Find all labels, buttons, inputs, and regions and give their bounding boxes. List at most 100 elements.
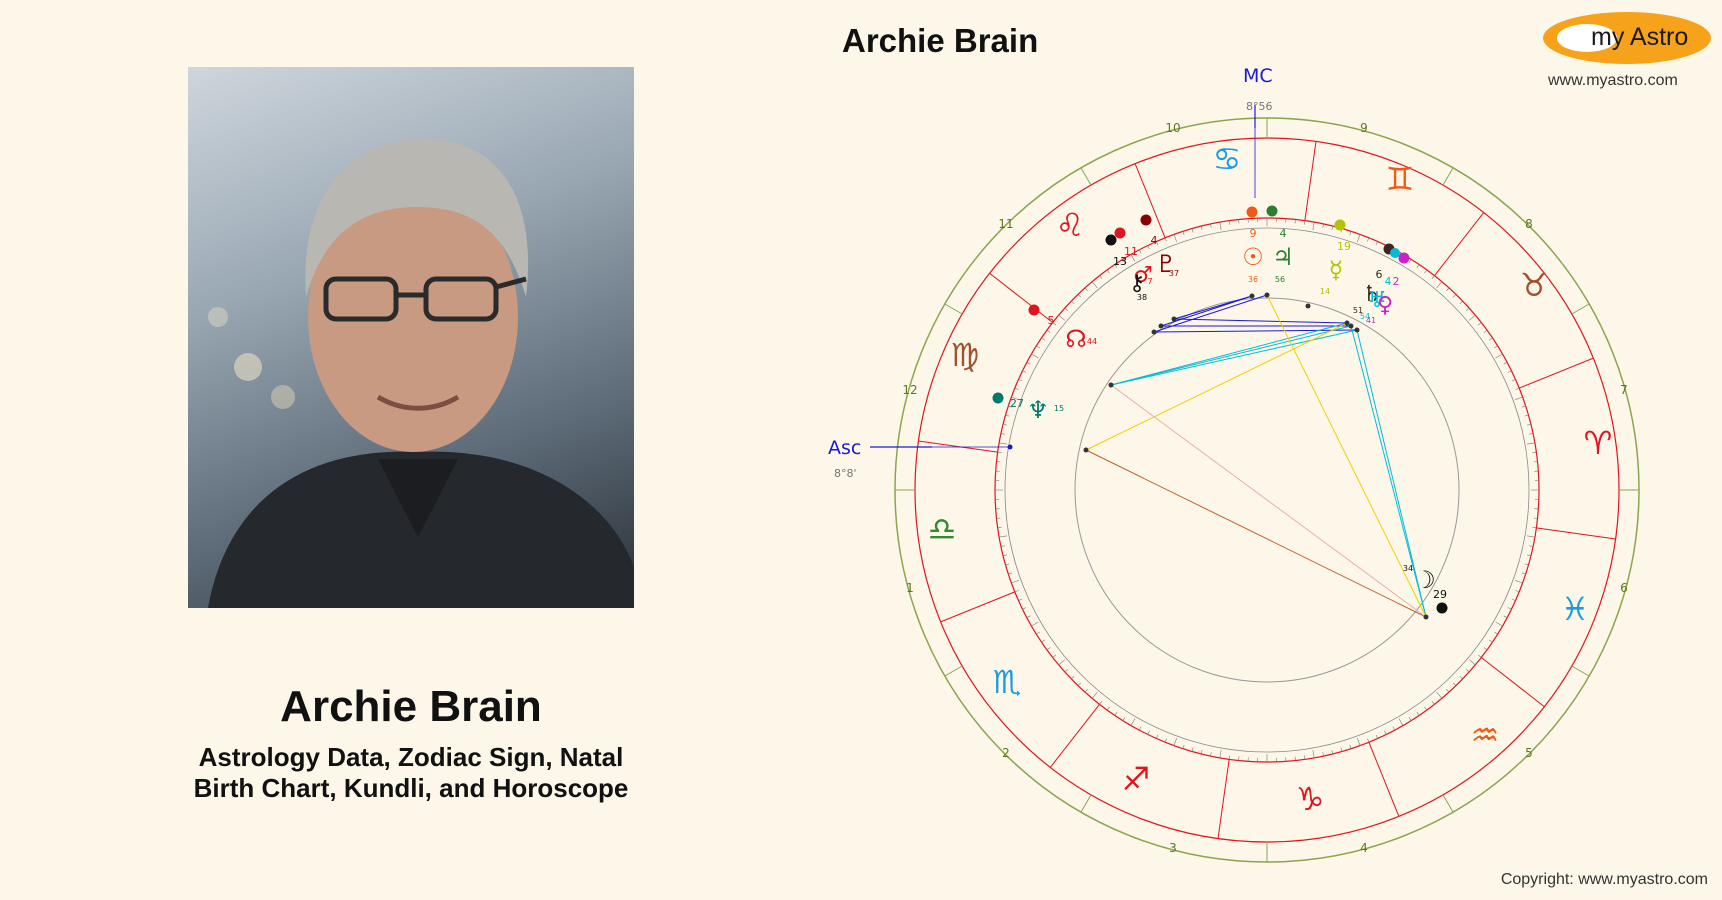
degree-tick (1459, 300, 1463, 305)
degree-tick (1431, 275, 1435, 279)
gemini-sign-icon: ♊ (1386, 160, 1415, 198)
jupiter-degree: 4 (1280, 227, 1287, 240)
myastro-logo[interactable]: my Astro (1543, 12, 1711, 64)
aspect-line (1153, 329, 1358, 333)
degree-tick (1106, 269, 1110, 274)
degree-tick (1026, 615, 1031, 618)
degree-tick (1014, 590, 1019, 593)
aspect-node (1348, 323, 1354, 329)
degree-tick (1122, 259, 1126, 263)
planet-venus: ♀ 2 41 (1366, 252, 1410, 325)
degree-tick (1011, 580, 1020, 584)
degree-tick (1003, 554, 1008, 557)
degree-tick (1041, 337, 1045, 341)
house-cusp (944, 665, 963, 677)
sign-boundary (918, 440, 998, 453)
degree-tick (1478, 322, 1482, 326)
house-number-4: 4 (1360, 841, 1368, 855)
aspect-node (1249, 293, 1255, 299)
person-name: Archie Brain (280, 682, 542, 731)
mc-label: MC (1243, 65, 1273, 87)
uranus-minute: 54 (1360, 312, 1370, 321)
degree-tick (1375, 241, 1378, 246)
degree-tick (1340, 747, 1343, 752)
mars-degree: 11 (1124, 245, 1138, 258)
degree-tick (1408, 717, 1412, 721)
degree-tick (1521, 405, 1526, 408)
degree-tick (1164, 738, 1167, 743)
sign-boundary (989, 272, 1053, 323)
asc-degree: 8°8' (834, 467, 857, 480)
cancer-sign-icon: ♋ (1213, 140, 1242, 178)
degree-tick (1526, 535, 1535, 538)
house-number-8: 8 (1525, 217, 1533, 231)
degree-tick (1424, 706, 1428, 711)
sign-boundary-lines (918, 141, 1616, 839)
house-number-9: 9 (1360, 121, 1368, 135)
leo-sign-icon: ♌ (1056, 206, 1085, 244)
sun-minute: 36 (1248, 275, 1258, 284)
degree-tick (1139, 726, 1142, 731)
house-cusp (1571, 303, 1590, 315)
aquarius-sign-icon: ♒ (1471, 716, 1500, 754)
aspect-line (1110, 325, 1352, 386)
degree-tick (1046, 647, 1051, 651)
planet-neptune: ♆ 27 15 (992, 392, 1064, 424)
degree-tick (1529, 433, 1534, 435)
aspect-node (1151, 329, 1157, 335)
degree-tick (1384, 730, 1387, 735)
degree-tick (1147, 730, 1150, 735)
degree-tick (1014, 387, 1019, 390)
uranus-degree: 4 (1385, 275, 1392, 288)
aspect-line (1110, 329, 1358, 386)
degree-tick (1375, 734, 1378, 739)
pisces-sign-icon: ♓ (1561, 590, 1590, 628)
aspect-node (1423, 614, 1429, 620)
site-url[interactable]: www.myastro.com (1548, 72, 1678, 89)
degree-tick (1483, 329, 1488, 333)
degree-tick (1465, 669, 1470, 673)
aspect-node (1354, 327, 1360, 333)
degree-tick (1071, 675, 1075, 680)
house-number-1: 1 (906, 581, 914, 595)
aspect-line (1266, 294, 1427, 618)
degree-tick (1052, 654, 1056, 658)
degree-tick (1191, 228, 1194, 233)
aspect-node (1108, 382, 1114, 388)
chiron-degree: 13 (1113, 255, 1127, 268)
aspect-line (1350, 325, 1427, 618)
neptune-minute: 15 (1054, 404, 1064, 413)
aspect-line (1110, 322, 1348, 386)
degree-tick (1507, 607, 1512, 610)
mercury-minute: 14 (1320, 287, 1330, 296)
degree-tick (1489, 639, 1493, 643)
degree-tick (1507, 370, 1512, 373)
aspect-line (1173, 318, 1348, 324)
degree-tick (1446, 688, 1450, 693)
natal-chart-wheel: 1 2 3 4 5 6 7 8 9 10 11 12 ♎ ♍ ♌ ♋ ♊ ♉ ♈… (828, 65, 1640, 863)
node-icon: ☊ (1065, 325, 1086, 353)
house-number-7: 7 (1620, 383, 1628, 397)
degree-tick (1349, 231, 1352, 236)
degree-tick (1521, 572, 1526, 575)
sign-boundary (940, 591, 1015, 623)
mercury-degree: 19 (1337, 240, 1351, 253)
degree-tick (1532, 451, 1537, 453)
degree-tick (1514, 396, 1523, 400)
moon-icon: ☽ (1414, 566, 1436, 594)
saturn-icon: ♄ (1362, 282, 1382, 307)
house-number-6: 6 (1620, 581, 1628, 595)
degree-tick (1436, 281, 1443, 288)
sign-boundary (1368, 742, 1400, 817)
sun-degree: 9 (1250, 227, 1257, 240)
house-number-5: 5 (1525, 746, 1533, 760)
degree-tick (1058, 659, 1065, 666)
degree-tick (1077, 294, 1082, 298)
degree-tick (1446, 287, 1450, 292)
jupiter-icon: ♃ (1272, 243, 1294, 271)
degree-tick (1532, 527, 1537, 529)
degree-tick (1219, 749, 1222, 758)
degree-tick (1452, 294, 1457, 298)
degree-tick (1041, 639, 1045, 643)
degree-tick (1408, 259, 1412, 263)
